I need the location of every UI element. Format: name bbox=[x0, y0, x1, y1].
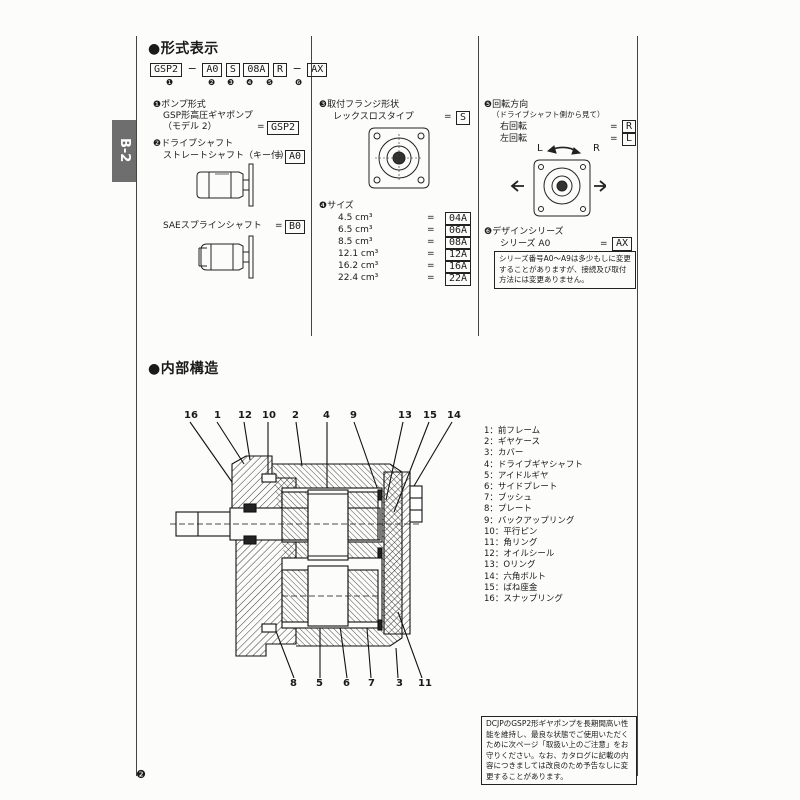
leader-number: 5 bbox=[316, 678, 323, 689]
rotation-r-label: R bbox=[593, 143, 600, 154]
flange-drawing bbox=[368, 127, 430, 189]
leader-number: 1 bbox=[214, 410, 221, 421]
list-item: 3：カバー bbox=[484, 448, 524, 459]
item5-eq: = bbox=[610, 134, 618, 144]
item2-sae-code: B0 bbox=[285, 220, 306, 234]
item1-line2: （モデル 2） bbox=[163, 122, 217, 132]
leader-number: 6 bbox=[343, 678, 350, 689]
leader-number: 11 bbox=[418, 678, 432, 689]
right-margin-line bbox=[637, 36, 638, 776]
leader-number: 12 bbox=[238, 410, 252, 421]
model-code-marker: ❺ bbox=[266, 78, 274, 87]
model-code-row: GSP2 − A0 S 08A R − AX bbox=[150, 62, 328, 77]
item2-eq: = bbox=[275, 151, 283, 161]
list-item: 4：ドライブギヤシャフト bbox=[484, 459, 583, 470]
leader-number: 8 bbox=[290, 678, 297, 689]
model-code-marker: ❶ bbox=[166, 78, 174, 87]
item5-eq: = bbox=[610, 122, 618, 132]
model-code-box: S bbox=[225, 63, 240, 77]
left-margin-line bbox=[136, 36, 137, 776]
model-code-box: 08A bbox=[243, 63, 270, 77]
model-code-box: GSP2 bbox=[150, 63, 183, 77]
item5-right-label: 右回転 bbox=[500, 122, 528, 132]
item5-left-code: L bbox=[622, 132, 637, 146]
item5-left-label: 左回転 bbox=[500, 134, 528, 144]
leader-number: 10 bbox=[262, 410, 276, 421]
list-item: 10：平行ピン bbox=[484, 526, 538, 537]
leader-number: 7 bbox=[368, 678, 375, 689]
list-item: 7：ブッシュ bbox=[484, 493, 532, 504]
straight-shaft-drawing bbox=[196, 163, 254, 207]
model-code-marker: ❸ bbox=[227, 78, 235, 87]
list-item: 15：ばね座金 bbox=[484, 582, 538, 593]
size-table: 4.5 cm³ = 04A 6.5 cm³ = 06A 8.5 cm³ = 08… bbox=[338, 212, 473, 286]
series-note: シリーズ番号A0〜A9は多少もしに変更することがありますが、接続及び取付方法には… bbox=[494, 251, 636, 289]
list-item: 8：プレート bbox=[484, 504, 532, 515]
parts-list: 1：前フレーム 2：ギヤケース 3：カバー 4：ドライブギヤシャフト 5：アイド… bbox=[484, 426, 583, 605]
item6-code: AX bbox=[612, 237, 633, 251]
list-item: 12：オイルシール bbox=[484, 549, 555, 560]
item1-code: GSP2 bbox=[267, 121, 300, 135]
leader-number: 4 bbox=[323, 410, 330, 421]
list-item: 6：サイドプレート bbox=[484, 482, 558, 493]
model-code-box: AX bbox=[307, 63, 328, 77]
section-title-internal: ●内部構造 bbox=[148, 361, 219, 377]
leader-number: 15 bbox=[423, 410, 437, 421]
pump-cross-section-drawing bbox=[170, 421, 453, 678]
spline-shaft-drawing bbox=[198, 235, 254, 279]
list-item: 11：角リング bbox=[484, 538, 538, 549]
size-row: 22.4 cm³ = 22A bbox=[338, 272, 473, 286]
list-item: 5：アイドルギヤ bbox=[484, 470, 549, 481]
model-code-marker: ❹ bbox=[246, 78, 254, 87]
size-row: 16.2 cm³ = 16A bbox=[338, 260, 473, 274]
leader-number: 14 bbox=[447, 410, 461, 421]
model-code-marker: ❷ bbox=[208, 78, 216, 87]
size-row: 4.5 cm³ = 04A bbox=[338, 212, 473, 226]
size-row: 6.5 cm³ = 06A bbox=[338, 224, 473, 238]
leader-number: 2 bbox=[292, 410, 299, 421]
item5-right-code: R bbox=[622, 120, 637, 134]
item2-title: ❷ドライブシャフト bbox=[153, 139, 234, 149]
item4-title: ❹サイズ bbox=[319, 201, 354, 211]
item2-eq: = bbox=[275, 221, 283, 231]
list-item: 13：Oリング bbox=[484, 560, 536, 571]
item1-line1: GSP形高圧ギヤポンプ bbox=[163, 111, 253, 121]
leader-number: 16 bbox=[184, 410, 198, 421]
item1-eq: = bbox=[257, 122, 265, 132]
item6-eq: = bbox=[600, 239, 608, 249]
item5-title: ❺回転方向 bbox=[484, 100, 529, 110]
model-code-marker: ❻ bbox=[295, 78, 303, 87]
leader-number: 9 bbox=[350, 410, 357, 421]
page-number: ❷ bbox=[136, 768, 146, 781]
chapter-tab: B-2 bbox=[112, 120, 136, 182]
section-title-model-code: ●形式表示 bbox=[148, 41, 219, 57]
usage-notice-box: DCJPのGSP2形ギヤポンプを長期間高い性能を維持し、最良な状態でご使用いただ… bbox=[481, 716, 637, 785]
list-item: 2：ギヤケース bbox=[484, 437, 540, 448]
item2-straight-label: ストレートシャフト（キー付） bbox=[163, 151, 290, 161]
list-item: 16：スナップリング bbox=[484, 594, 563, 605]
model-code-box: R bbox=[272, 63, 287, 77]
list-item: 9：バックアップリング bbox=[484, 515, 575, 526]
item3-code: S bbox=[456, 111, 471, 125]
list-item: 14：六角ボルト bbox=[484, 571, 546, 582]
item3-label: レックスロスタイプ bbox=[333, 112, 414, 122]
model-code-box: A0 bbox=[202, 63, 223, 77]
leader-number: 3 bbox=[396, 678, 403, 689]
column-divider-2 bbox=[478, 36, 479, 336]
list-item: 1：前フレーム bbox=[484, 426, 541, 436]
rotation-direction-drawing bbox=[510, 145, 606, 217]
rotation-l-label: L bbox=[537, 143, 543, 154]
item3-eq: = bbox=[444, 112, 452, 122]
size-row: 8.5 cm³ = 08A bbox=[338, 236, 473, 250]
item2-sae-label: SAEスプラインシャフト bbox=[163, 221, 262, 231]
item3-title: ❸取付フランジ形状 bbox=[319, 100, 400, 110]
column-divider-1 bbox=[311, 36, 312, 336]
item2-straight-code: A0 bbox=[285, 150, 306, 164]
item5-subtitle: （ドライブシャフト側から見て） bbox=[492, 110, 605, 119]
item6-label: シリーズ A0 bbox=[500, 239, 551, 249]
item1-title: ❶ポンプ形式 bbox=[153, 100, 206, 110]
size-row: 12.1 cm³ = 12A bbox=[338, 248, 473, 262]
item6-title: ❻デザインシリーズ bbox=[484, 227, 564, 237]
leader-number: 13 bbox=[398, 410, 412, 421]
